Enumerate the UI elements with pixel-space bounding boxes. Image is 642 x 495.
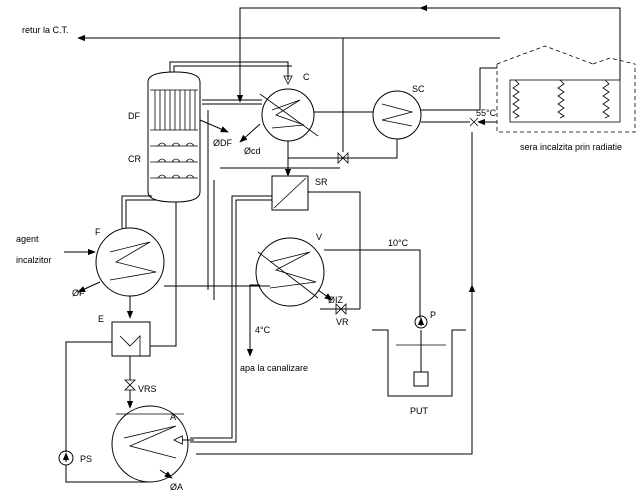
sr-to-a-pipe (190, 195, 272, 439)
sc-greenhouse-pipe (421, 67, 497, 111)
label-p: P (430, 310, 436, 320)
heat-df-arrow (199, 119, 229, 133)
agent-label: agent (16, 234, 39, 244)
e-ps-pipe (65, 341, 112, 452)
exchanger-e (111, 321, 151, 357)
column-to-f-pipe (121, 195, 152, 228)
ps-a-pipe (65, 465, 150, 483)
top-return-pipe (239, 7, 621, 102)
agent-label-2: incalzitor (16, 255, 52, 265)
label-df: DF (128, 111, 140, 121)
pump-p (414, 315, 428, 329)
label-sc: SC (412, 84, 425, 94)
sr-to-a-pipe-2 (190, 199, 272, 443)
valve-vrs (124, 379, 136, 391)
label-c: C (303, 72, 310, 82)
right-loop-pipe (196, 132, 473, 455)
drain-pipe (246, 284, 260, 357)
valve-55 (469, 117, 479, 127)
condenser-c (259, 88, 319, 142)
column-to-e-pipe (150, 202, 177, 347)
label-vr: VR (336, 317, 349, 327)
label-phi-f: ØF (72, 288, 85, 298)
label-cr: CR (128, 154, 141, 164)
drain-label: apa la canalizare (240, 363, 308, 373)
column-df-cr (147, 71, 201, 203)
v-well-pipe (324, 249, 421, 318)
label-f: F (95, 227, 101, 237)
label-phi-cd: Øcd (244, 146, 261, 156)
vapour-pipe-2 (173, 65, 292, 72)
c-bottom-pipe (288, 139, 398, 159)
label-sr: SR (315, 177, 328, 187)
greenhouse (496, 45, 636, 133)
heat-cd-arrow (239, 123, 261, 143)
valve-vr (335, 303, 347, 315)
evaporator-v (255, 237, 325, 307)
heat-iz-arrow (317, 289, 333, 301)
label-ps: PS (80, 454, 92, 464)
heat-a-arrow (159, 469, 173, 479)
column-to-f-pipe-2 (125, 199, 156, 228)
well-label: PUT (410, 406, 429, 416)
temp-4: 4°C (255, 325, 271, 335)
heat-exchanger-sc (372, 90, 422, 140)
label-vrs: VRS (138, 384, 157, 394)
heat-exchanger-f (95, 227, 165, 297)
label-a: A (170, 412, 176, 422)
label-phi-a: ØA (170, 482, 183, 492)
temp-55: 55°C (476, 108, 497, 118)
vapour-pipe (169, 61, 289, 80)
heat-f-arrow (77, 281, 101, 293)
absorber-a (111, 405, 189, 483)
sr-right-pipe (308, 191, 361, 309)
label-phi-iz: ØIZ (328, 295, 344, 305)
temp-10: 10°C (388, 238, 409, 248)
label-phi-df: ØDF (213, 138, 233, 148)
label-v: V (316, 232, 322, 242)
heat-exchanger-sr (271, 175, 309, 211)
greenhouse-label: sera incalzita prin radiatie (520, 142, 622, 152)
vapour-valve (283, 75, 293, 85)
label-e: E (98, 314, 104, 324)
valve-sc (337, 152, 349, 164)
return-ct-label: retur la C.T. (22, 25, 69, 35)
well-put (372, 329, 466, 397)
